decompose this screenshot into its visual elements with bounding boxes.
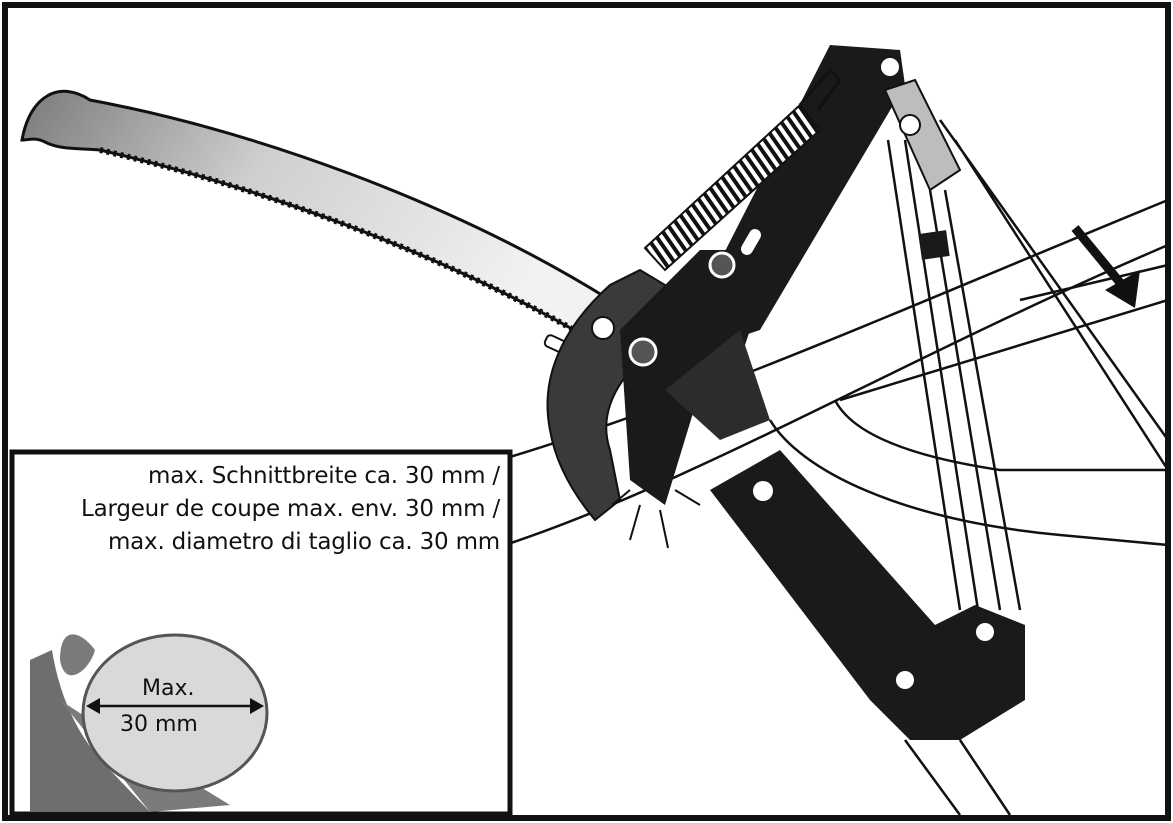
spring-icon [643,67,842,272]
cut-direction-arrow-icon [1071,225,1140,308]
caption-line-fr: Largeur de coupe max. env. 30 mm / [80,496,500,522]
caption-line-de: max. Schnittbreite ca. 30 mm / [148,463,500,489]
diameter-label: 30 mm [120,712,198,737]
caption-box: max. Schnittbreite ca. 30 mm / Largeur d… [12,452,510,814]
max-label: Max. [142,676,195,701]
pruner-handle [710,450,1025,816]
rope-pulley [883,78,1170,611]
branch-cross-section-icon [30,633,269,812]
cut-capacity-caption: max. Schnittbreite ca. 30 mm / Largeur d… [81,460,500,559]
caption-line-it: max. diametro di taglio ca. 30 mm [107,529,500,555]
pruner-head-icon [546,58,899,549]
